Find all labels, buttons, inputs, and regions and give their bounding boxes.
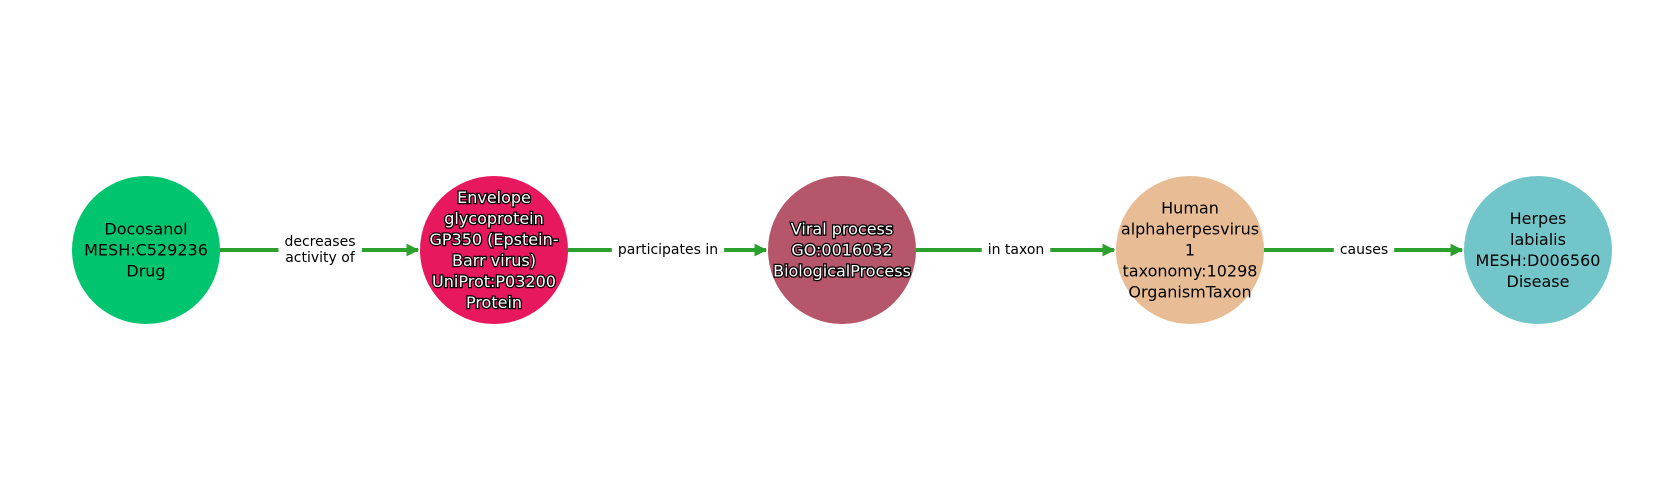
node-label-line: Disease [1507, 272, 1570, 291]
node-circle[interactable] [72, 176, 220, 324]
node-label-line: taxonomy:10298 [1123, 262, 1258, 281]
edge-label: in taxon [988, 242, 1045, 258]
edge: participates in [568, 240, 768, 260]
node-label-line: Protein [466, 293, 522, 312]
node-label-line: Human [1161, 199, 1219, 218]
node-label-line: BiologicalProcess [773, 262, 911, 281]
edge: causes [1264, 240, 1464, 260]
node-label-line: OrganismTaxon [1128, 283, 1251, 302]
edge-label-line: decreases [284, 234, 355, 250]
node-label-line: MESH:D006560 [1476, 251, 1601, 270]
edge-label-background [981, 240, 1051, 260]
edge-label: causes [1340, 242, 1388, 258]
node-label-line: Envelope [457, 188, 531, 207]
edge-label: participates in [618, 242, 718, 258]
edge-label-background [278, 232, 362, 268]
node-label-line: Herpes [1510, 209, 1567, 228]
edge: in taxon [916, 240, 1116, 260]
node-label-line: 1 [1185, 241, 1195, 260]
node-label-line: GP350 (Epstein- [430, 230, 559, 249]
node-label-line: Barr virus) [452, 251, 536, 270]
node-circle[interactable] [1464, 176, 1612, 324]
node-label-line: Docosanol [104, 220, 187, 239]
edge-label-line: activity of [285, 250, 356, 266]
node-label-line: MESH:C529236 [84, 241, 208, 260]
node-label-line: glycoprotein [444, 209, 544, 228]
node-circle[interactable] [420, 176, 568, 324]
edge-label-line: participates in [618, 242, 718, 258]
node-label-line: Drug [126, 262, 165, 281]
edge-label-background [1333, 240, 1395, 260]
edge-label-line: in taxon [988, 242, 1045, 258]
node-label-line: alphaherpesvirus [1121, 220, 1259, 239]
node-label-line: UniProt:P03200 [432, 272, 556, 291]
edge-label-line: causes [1340, 242, 1388, 258]
node-circle[interactable] [768, 176, 916, 324]
node-label-line: labialis [1510, 230, 1566, 249]
node-circle[interactable] [1116, 176, 1264, 324]
node-label-line: Viral process [791, 220, 893, 239]
edge-label-background [611, 240, 725, 260]
node-label-line: GO:0016032 [791, 241, 892, 260]
